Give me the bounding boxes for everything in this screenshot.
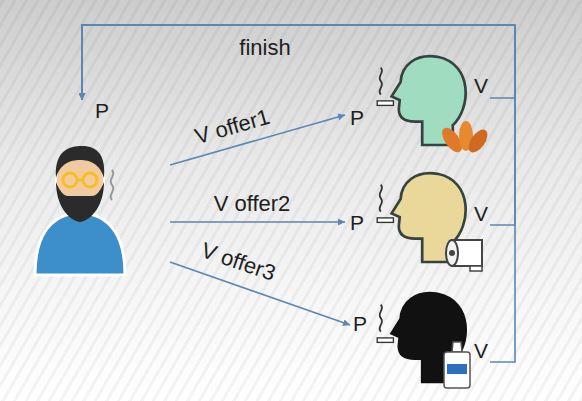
agent-hair (56, 146, 104, 178)
paper-roll (446, 240, 482, 271)
agent-figure (35, 146, 125, 275)
bottle-body (444, 352, 470, 388)
offer-label: V offer1 (192, 106, 272, 148)
bottle-cap (452, 342, 462, 352)
semaphore-v-label: V (474, 203, 488, 224)
semaphore-p-label: P (95, 100, 109, 121)
smoker-node: PV (350, 285, 490, 395)
semaphore-v-label: V (474, 75, 488, 96)
bottle-label (447, 364, 467, 374)
glue-bottle (444, 342, 470, 388)
finish-arrow (82, 25, 515, 100)
tobacco-leaves (438, 121, 491, 156)
offer-arrow (170, 221, 345, 223)
agent-glasses (63, 173, 77, 187)
roll-end (446, 240, 458, 266)
smoker-node: PV (345, 165, 490, 270)
roll-sheet (470, 266, 482, 271)
offer-label: V offer3 (198, 239, 278, 285)
agent-beard (56, 182, 104, 222)
semaphore-p-label: P (350, 107, 364, 128)
agent-node: P (30, 100, 170, 280)
leaf (465, 126, 491, 155)
semaphore-p-label: P (350, 212, 364, 233)
smoker-node: PV (345, 45, 490, 155)
smoke-squiggle (111, 170, 114, 200)
semaphore-p-label: P (353, 313, 367, 334)
offer-label: V offer2 (214, 193, 291, 215)
agent-glasses (77, 179, 83, 182)
roll-core (449, 250, 455, 256)
finish-arrow (82, 25, 515, 362)
finish-label: finish (239, 37, 290, 59)
agent-glasses (83, 173, 97, 187)
semaphore-v-label: V (474, 340, 488, 361)
finish-arrow (82, 25, 515, 225)
